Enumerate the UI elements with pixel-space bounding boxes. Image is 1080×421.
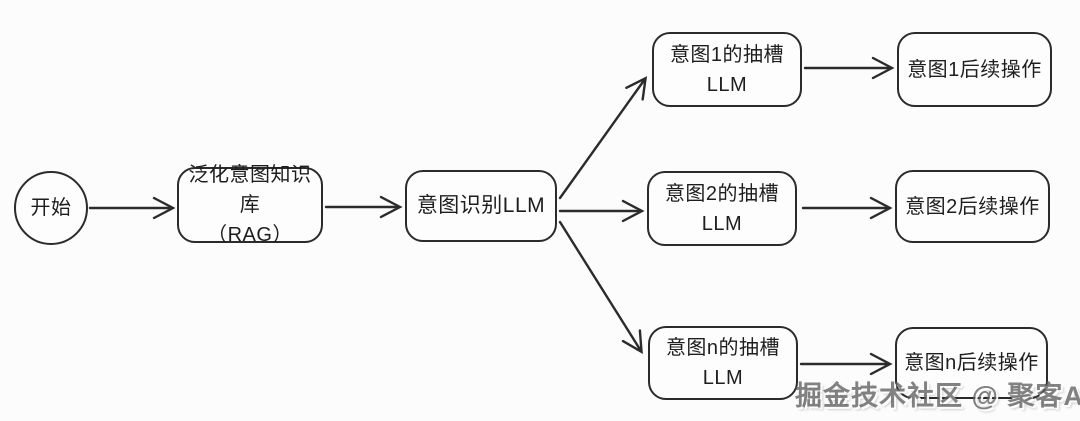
node-slot2-label-line1: 意图2的抽槽 <box>664 182 780 205</box>
node-start: 开始 <box>14 171 88 245</box>
node-intent2-followup: 意图2后续操作 <box>895 170 1050 243</box>
node-follow1-label: 意图1后续操作 <box>907 58 1042 81</box>
node-rag-label-line1: 泛化意图知识库 <box>188 164 312 216</box>
node-intent2-slot-llm: 意图2的抽槽 LLM <box>647 171 797 246</box>
node-slotn-label-line2: LLM <box>702 367 744 389</box>
watermark-text: 掘金技术社区 @ 聚客AI <box>795 381 1080 411</box>
node-slot1-label-line2: LLM <box>706 73 748 96</box>
node-slotn-label-line1: 意图n的抽槽 <box>665 337 781 359</box>
node-follown-label: 意图n后续操作 <box>904 352 1039 374</box>
node-intent1-slot-llm: 意图1的抽槽 LLM <box>652 32 802 107</box>
node-slot1-label-line1: 意图1的抽槽 <box>669 43 785 66</box>
node-intentn-followup: 意图n后续操作 <box>895 327 1048 399</box>
edge-recognition-to-slot1 <box>558 76 648 200</box>
node-start-label: 开始 <box>30 197 72 219</box>
node-slot2-label-line2: LLM <box>701 212 743 235</box>
node-rag-knowledge-base: 泛化意图知识库 （RAG） <box>177 164 323 246</box>
node-intent1-followup: 意图1后续操作 <box>897 32 1052 107</box>
node-intentn-slot-llm: 意图n的抽槽 LLM <box>648 326 798 400</box>
node-intent-recognition-llm: 意图识别LLM <box>405 170 557 242</box>
node-rag-label-line2: （RAG） <box>207 224 293 246</box>
edge-recognition-to-slotn <box>558 220 643 355</box>
node-recognition-label: 意图识别LLM <box>416 194 546 218</box>
node-follow2-label: 意图2后续操作 <box>905 195 1040 218</box>
